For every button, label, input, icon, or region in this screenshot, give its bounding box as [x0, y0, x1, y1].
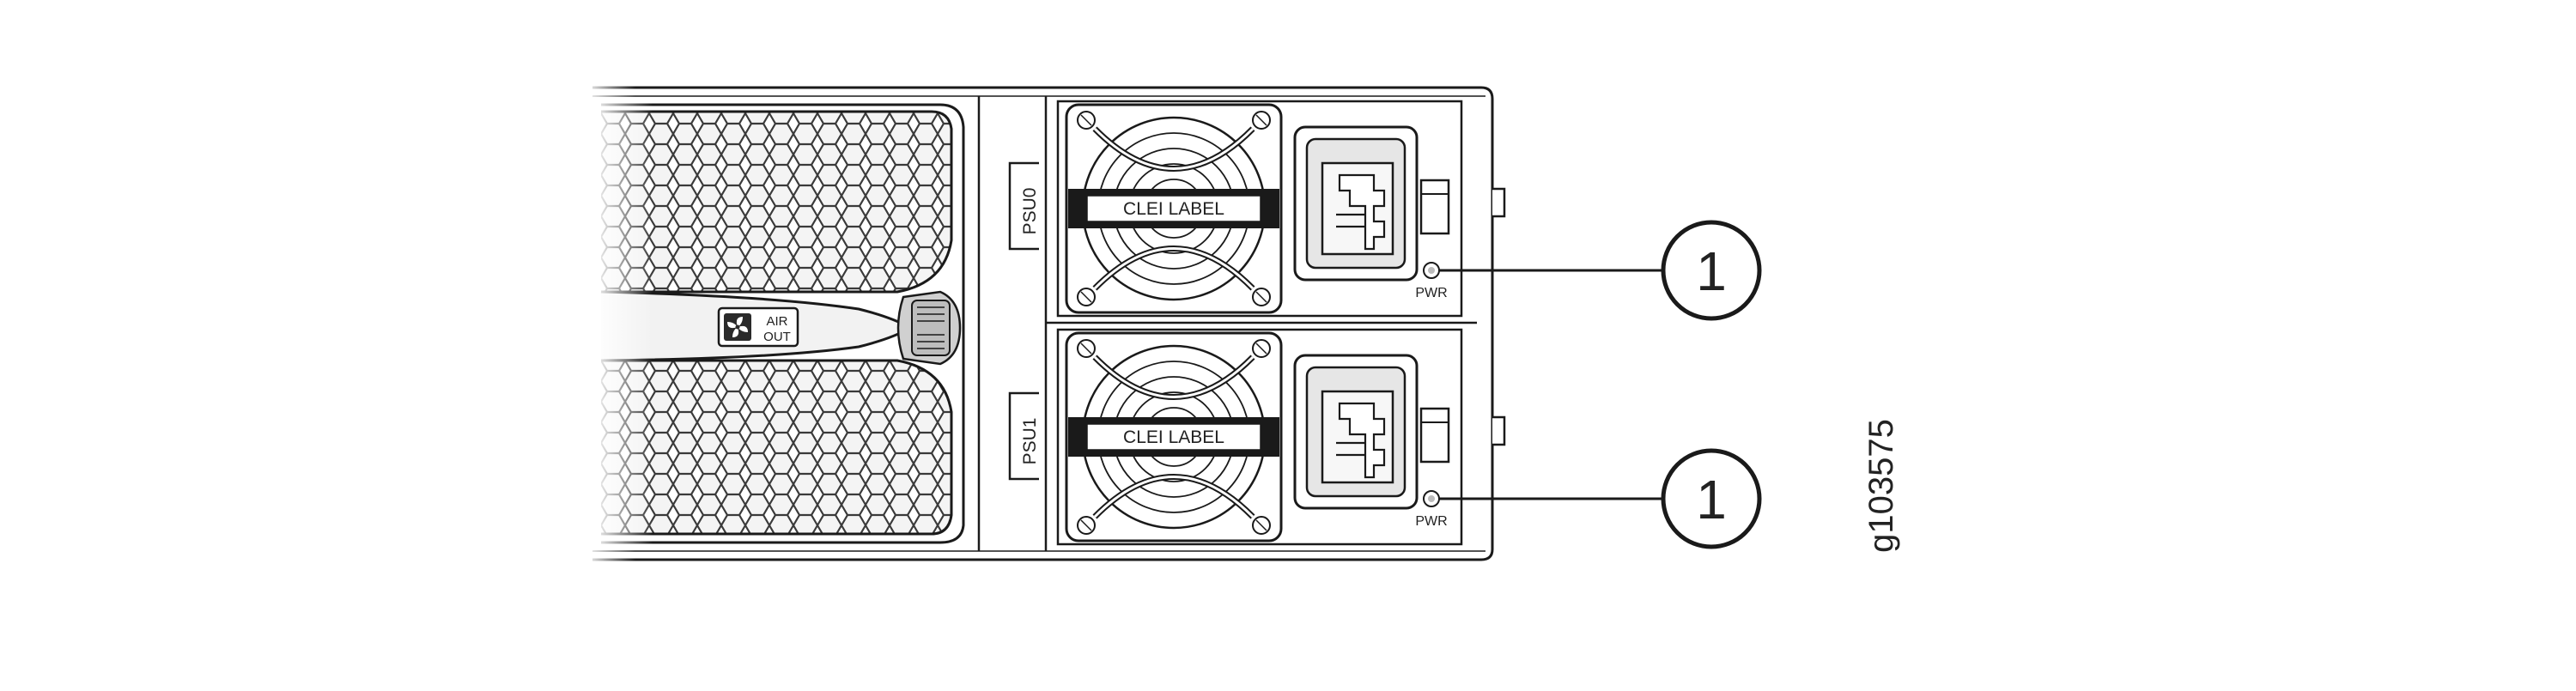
psu-1: PSU1 CLEI LABEL	[1020, 328, 1506, 546]
callout-circle	[1661, 220, 1762, 321]
power-inlet[interactable]	[1293, 125, 1419, 282]
psu-latch[interactable]	[1419, 407, 1450, 464]
callout-number: 1	[1696, 469, 1727, 530]
psu-0: PSU0 CLEI LABEL	[1020, 100, 1506, 318]
clei-label: CLEI LABEL	[1068, 417, 1279, 457]
pwr-led-label: PWR	[1415, 286, 1447, 300]
figure-id: g103575	[1862, 419, 1900, 553]
psu-slot-label: PSU0	[1020, 188, 1040, 235]
psu-slot-frame	[977, 96, 1477, 551]
fan-grill-top	[601, 112, 951, 292]
clei-label-text: CLEI LABEL	[1123, 427, 1224, 447]
callout-circle	[1661, 448, 1762, 549]
fan-tray-handle[interactable]	[896, 290, 962, 366]
callout-1-psu0: 1	[1439, 220, 1762, 321]
air-text-line1: AIR	[766, 314, 787, 329]
callout-number: 1	[1696, 240, 1727, 302]
psu-latch[interactable]	[1419, 179, 1450, 235]
clei-label-text: CLEI LABEL	[1123, 199, 1224, 219]
fan-tray: AIR OUT	[592, 101, 965, 548]
psu-slot-label: PSU1	[1020, 418, 1040, 465]
pwr-led-label: PWR	[1415, 514, 1447, 529]
clei-label: CLEI LABEL	[1068, 189, 1279, 228]
power-inlet[interactable]	[1293, 354, 1419, 510]
air-text-line2: OUT	[763, 330, 791, 344]
callout-1-psu1: 1	[1439, 448, 1762, 549]
fan-grill-bottom	[601, 361, 951, 534]
air-out-badge: AIR OUT	[717, 306, 799, 348]
